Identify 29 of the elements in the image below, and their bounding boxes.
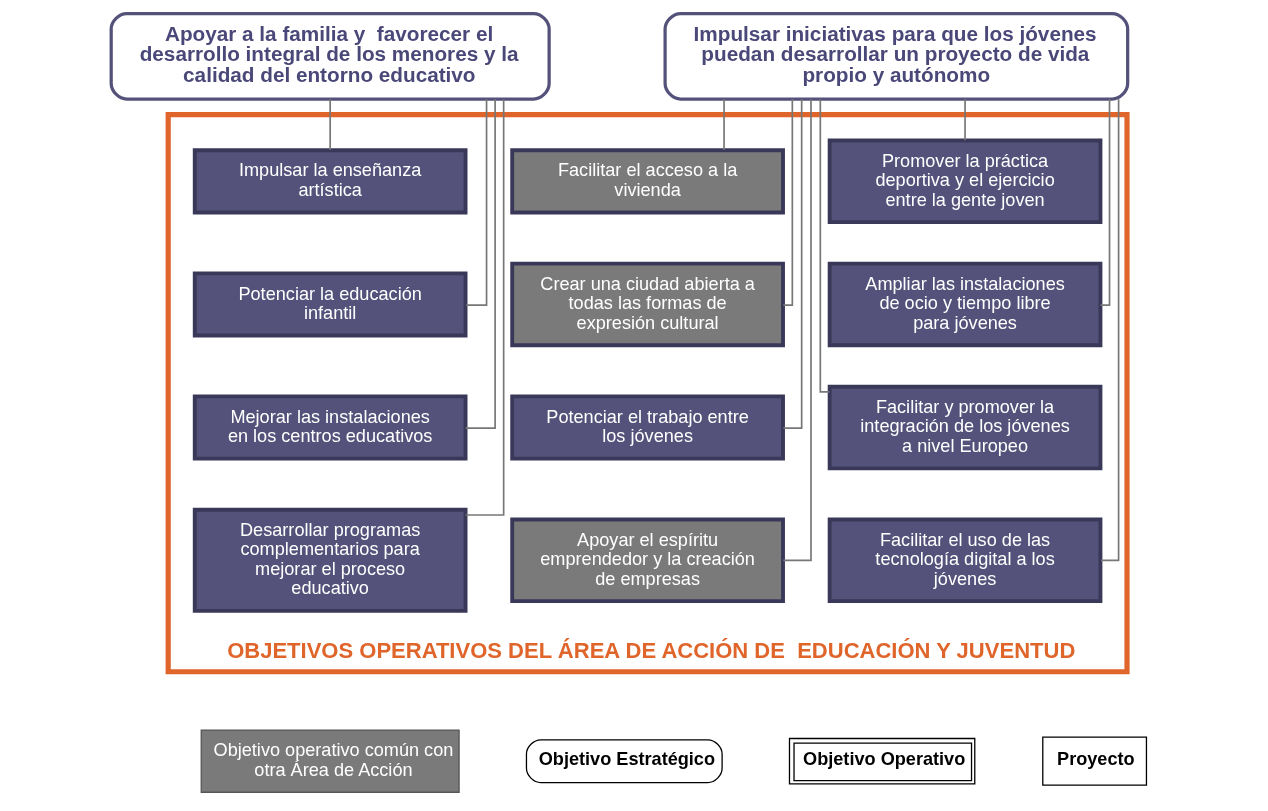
connector <box>964 98 966 142</box>
connector <box>465 98 488 306</box>
legend-label: Proyecto <box>1057 749 1135 770</box>
node-box: Facilitar y promover la integración de los jóvenes a nivel Europeo <box>827 384 1103 471</box>
node-box: Mejorar las instalaciones en los centros educativos <box>192 394 468 461</box>
connector <box>1099 98 1111 306</box>
connector <box>464 98 496 429</box>
node-box: Apoyar a la familia y favorecer el desarrollo integral de los menores y la calidad del entorno educativo <box>109 11 551 101</box>
connector <box>329 98 331 151</box>
node-box: Impulsar iniciativas para que los jóvenes puedan desarrollar un proyecto de vida propio y autónomo <box>663 11 1130 101</box>
connector <box>782 98 812 562</box>
node-box: Ampliar las instalaciones de ocio y tiempo libre para jóvenes <box>827 261 1103 348</box>
connector <box>819 98 831 393</box>
node-box: Apoyar el espíritu emprendedor y la creación de empresas <box>510 517 785 604</box>
node-box: Facilitar el uso de las tecnología digital a los jóvenes <box>827 517 1103 604</box>
node-box: Desarrollar programas complementarios para mejorar el proceso educativo <box>192 507 468 613</box>
node-box: Facilitar el acceso a la vivienda <box>510 148 785 215</box>
legend-label: Objetivo Operativo <box>803 749 966 770</box>
connector <box>782 98 803 429</box>
connector <box>723 98 725 151</box>
connector <box>782 98 794 306</box>
node-box: Impulsar la enseñanza artística <box>192 148 468 215</box>
node-box: Potenciar la educación infantil <box>192 271 468 338</box>
connector <box>464 98 505 516</box>
node-box: Potenciar el trabajo entre los jóvenes <box>510 394 785 461</box>
legend-label: Objetivo Estratégico <box>538 749 716 770</box>
legend-label: Objetivo operativo común con otra Área de Acción <box>213 740 454 780</box>
node-box: Promover la práctica deportiva y el ejercicio entre la gente joven <box>827 138 1103 225</box>
node-box: Crear una ciudad abierta a todas las formas de expresión cultural <box>510 261 785 348</box>
